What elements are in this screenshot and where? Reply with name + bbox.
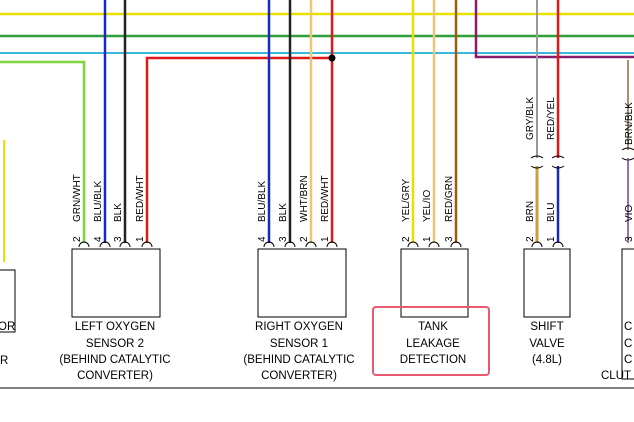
pin-number: 3 [444,236,455,242]
left-partial-caption: OR [0,321,15,333]
highlight-box [372,306,490,376]
caption-line: SHIFT [530,321,563,333]
wire-label: GRY/BLK [525,97,536,140]
wire-label: YEL/GRY [401,179,412,222]
tank-box [400,248,469,318]
right-partial-letter: C [624,338,632,350]
pin-number: 3 [113,236,124,242]
pin-number: 1 [422,236,433,242]
caption-line: CONVERTER) [77,370,153,382]
caption-line: RIGHT OXYGEN [255,321,343,333]
left-partial-caption: R [0,355,8,367]
pin-number: 2 [401,236,412,242]
right-partial-clut: CLUT [601,370,631,382]
wire-label: BRN/BLK [624,102,634,145]
caption-line: SENSOR 1 [270,338,328,350]
caption-line: VALVE [529,338,565,350]
pin-number: 2 [525,236,536,242]
pin-circle [284,241,296,248]
caption-line: DETECTION [400,354,466,366]
wire-label: BLU [546,203,557,222]
right-o2-caption: RIGHT OXYGEN SENSOR 1 (BEHIND CATALYTIC … [243,321,354,382]
pin-number: 1 [546,236,557,242]
left-o2-caption: LEFT OXYGEN SENSOR 2 (BEHIND CATALYTIC C… [59,321,170,382]
wire-red-wht-left [145,56,332,243]
caption-line: (BEHIND CATALYTIC [59,354,170,366]
pin-circle [428,241,440,248]
pin-circle [531,241,543,248]
right-partial-box [621,248,634,380]
shift-caption: SHIFT VALVE (4.8L) [529,321,565,366]
pin-circle [305,241,317,248]
wire-grn-wht [0,60,86,243]
pin-circle [552,241,564,248]
shift-box [523,248,571,318]
pin-circle [119,241,131,248]
wire-label: VIO [624,205,634,222]
tank-caption: TANK LEAKAGE DETECTION [400,321,466,366]
pin-circle [450,241,462,248]
splice-dot [328,54,336,62]
pin-circle [141,241,153,248]
bus-purple [474,0,634,59]
connector-mark-right [551,155,565,169]
wire-label: RED/YEL [546,97,557,140]
caption-line: (BEHIND CATALYTIC [243,354,354,366]
pin-circle [263,241,275,248]
pin-number: 1 [135,236,146,242]
pin-number: 1 [320,236,331,242]
wire-label: WHT/BRN [299,175,310,222]
left-partial-box [0,269,16,333]
pin-number: 2 [72,236,83,242]
right-o2-box [257,248,347,318]
caption-line: SENSOR 2 [86,338,144,350]
caption-line: LEAKAGE [406,338,460,350]
wire-label: BLU/BLK [93,181,104,222]
wire-label: RED/WHT [320,175,331,222]
wire-label: YEL/IO [422,190,433,222]
pin-number: 2 [299,236,310,242]
right-partial-letter: C [624,354,632,366]
caption-line: LEFT OXYGEN [75,321,155,333]
wire-label: BLK [113,203,124,222]
connector-mark-left [530,155,544,169]
wire-label: RED/WHT [135,175,146,222]
pin-number: 3 [278,236,289,242]
wire-label: BLU/BLK [257,181,268,222]
caption-line: (4.8L) [532,354,562,366]
pin-number: 4 [93,236,104,242]
wire-label: BLK [278,203,289,222]
wire-label: GRN/WHT [72,174,83,222]
pin-circle [78,241,90,248]
pin-circle [326,241,338,248]
wire-label: BRN [525,201,536,222]
wire-label: RED/GRN [444,176,455,222]
pin-number: 3 [624,236,634,242]
caption-line: CONVERTER) [261,370,337,382]
pin-circle [407,241,419,248]
right-partial-letter: C [624,321,632,333]
left-o2-box [71,248,161,318]
caption-line: TANK [418,321,448,333]
pin-number: 4 [257,236,268,242]
pin-circle [99,241,111,248]
